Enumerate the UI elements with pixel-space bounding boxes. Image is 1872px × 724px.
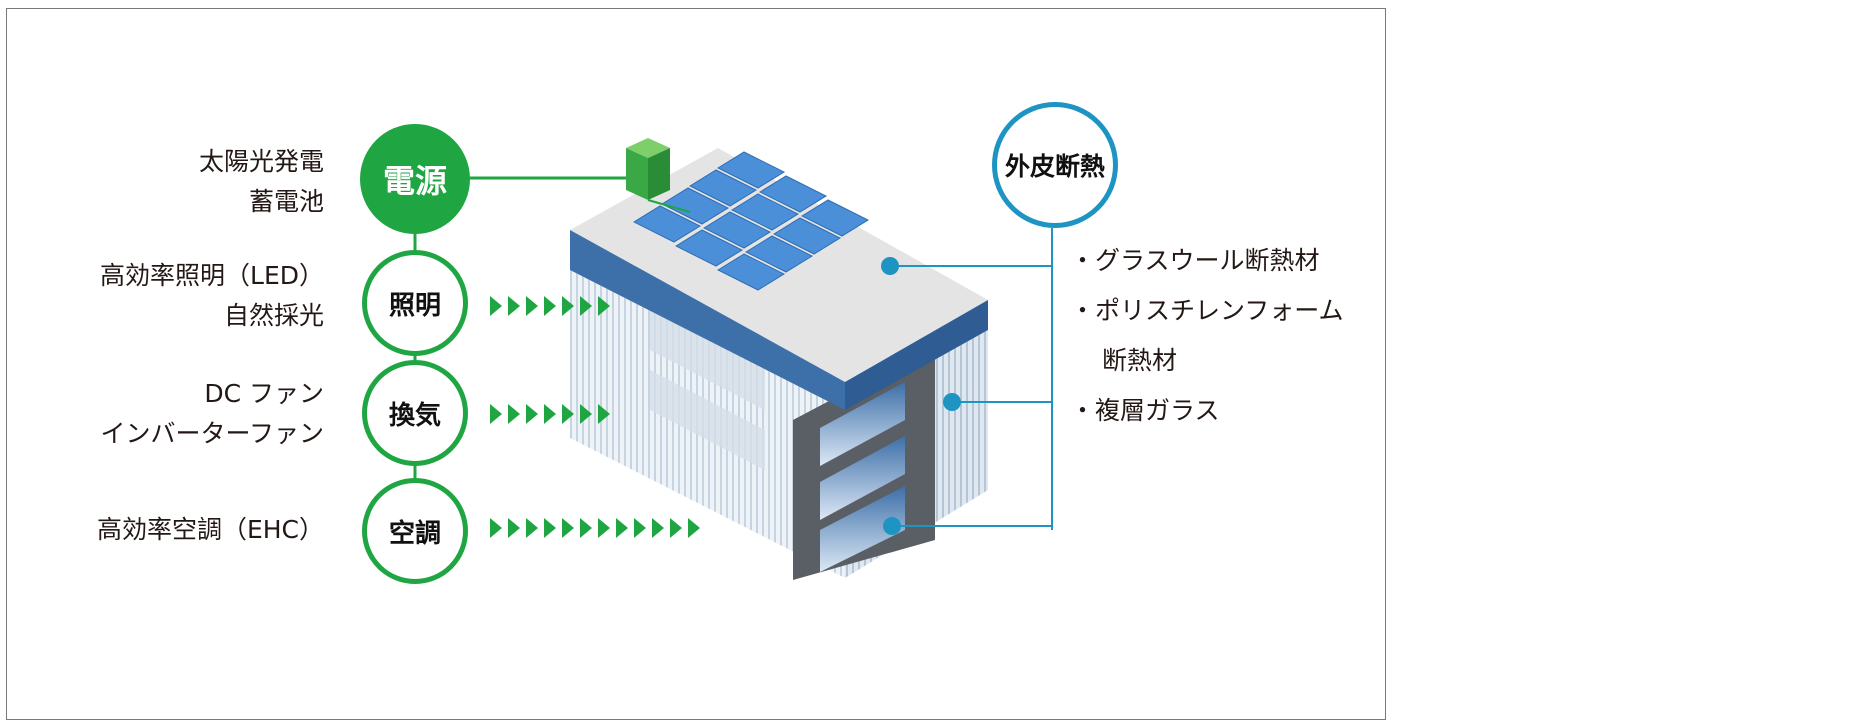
insulation-item-polystyrene: ・ポリスチレンフォーム <box>1070 296 1344 325</box>
lighting-arrows <box>490 296 610 316</box>
diagram-frame <box>6 8 1386 720</box>
insulation-dots <box>881 257 961 535</box>
aircon-circle: 空調 <box>362 478 468 584</box>
ventilation-circle: 換気 <box>362 360 468 466</box>
power-labels: 太陽光発電 蓄電池 <box>4 142 324 222</box>
solar-panels <box>632 151 870 291</box>
insulation-item-glasswool: ・グラスウール断熱材 <box>1070 246 1320 275</box>
ventilation-arrows <box>490 404 610 424</box>
aircon-labels: 高効率空調（EHC） <box>4 510 324 550</box>
label-daylight: 自然採光 <box>223 301 324 330</box>
ventilation-labels: DC ファン インバーターファン <box>4 374 324 454</box>
lighting-circle: 照明 <box>362 250 468 356</box>
insulation-item-double-glass: ・複層ガラス <box>1070 396 1220 425</box>
label-solar: 太陽光発電 <box>198 147 324 176</box>
label-ehc: 高効率空調（EHC） <box>96 515 324 544</box>
aircon-arrows <box>490 518 700 538</box>
label-dc-fan: DC ファン <box>204 379 324 408</box>
label-inverter-fan: インバーターファン <box>100 419 324 448</box>
insulation-circle: 外皮断熱 <box>992 102 1118 228</box>
battery-box <box>626 138 670 200</box>
lighting-labels: 高効率照明（LED） 自然採光 <box>4 256 324 336</box>
label-battery: 蓄電池 <box>248 187 324 216</box>
power-circle: 電源 <box>360 124 470 234</box>
insulation-item-polystyrene-cont: 断熱材 <box>1102 346 1178 375</box>
insulation-connectors <box>890 228 1053 530</box>
label-led: 高効率照明（LED） <box>100 261 324 290</box>
